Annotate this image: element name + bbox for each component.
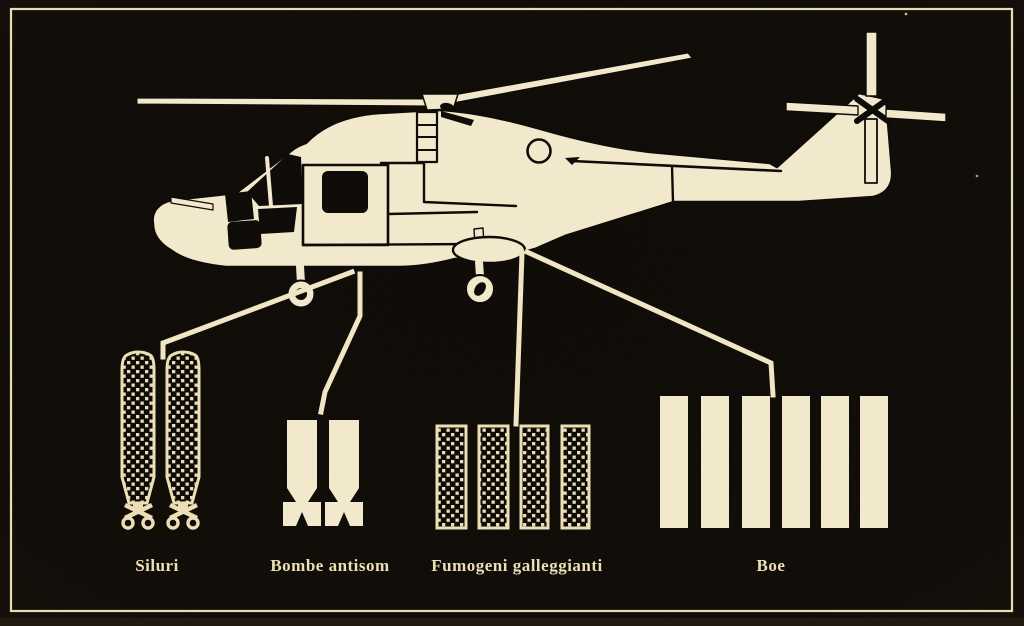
film-grain-overlay — [0, 0, 1024, 626]
helicopter-armament-diagram: Siluri Bombe antisom Fumogeni galleggian… — [0, 0, 1024, 626]
figure-page: Siluri Bombe antisom Fumogeni galleggian… — [0, 0, 1024, 626]
